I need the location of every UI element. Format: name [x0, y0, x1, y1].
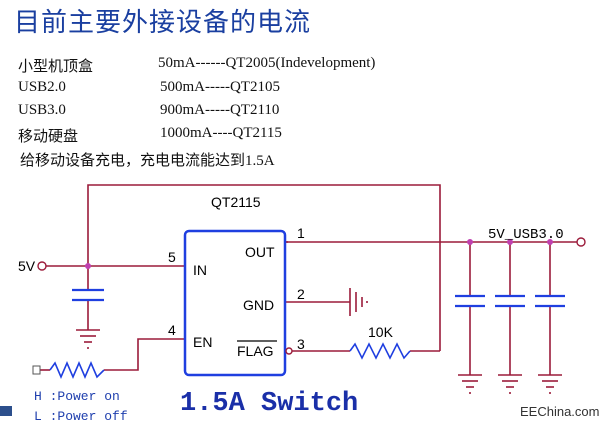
resistor-en — [49, 360, 105, 380]
pin-number-gnd: 2 — [297, 286, 305, 302]
node-c1 — [467, 239, 473, 245]
node-input — [85, 263, 91, 269]
slide-accent-bar — [0, 406, 12, 416]
device-current-1: 50mA------QT2005(Indevelopment) — [158, 55, 376, 71]
chip-name: QT2115 — [211, 194, 261, 210]
page-title: 目前主要外接设备的电流 — [14, 8, 312, 38]
ground-symbol-c3 — [538, 374, 562, 394]
pin-number-out: 1 — [297, 225, 305, 241]
device-name-4: 移动硬盘 — [18, 129, 79, 145]
device-current-4: 1000mA----QT2115 — [160, 125, 282, 141]
resistor-value-label: 10K — [368, 324, 394, 340]
node-c3 — [547, 239, 553, 245]
device-name-2: USB2.0 — [18, 79, 66, 95]
device-current-2: 500mA-----QT2105 — [160, 79, 280, 95]
node-c2 — [507, 239, 513, 245]
ground-symbol-c2 — [498, 374, 522, 394]
eechina-logo: EEChina.com — [520, 404, 600, 419]
input-terminal — [37, 261, 47, 271]
wire-top-loop — [87, 184, 441, 266]
flag-pin-bubble — [285, 347, 293, 355]
pin-gnd-label: GND — [243, 297, 274, 313]
pin-out-label: OUT — [245, 244, 275, 260]
ground-symbol-gnd-pin — [349, 288, 368, 316]
ground-symbol-c1 — [458, 374, 482, 394]
device-name-3: USB3.0 — [18, 102, 66, 118]
chip-body — [183, 229, 287, 377]
pin-in-label: IN — [193, 262, 207, 278]
output-terminal — [576, 237, 586, 247]
input-voltage-label: 5V — [18, 258, 36, 274]
device-name-1: 小型机顶盒 — [18, 59, 94, 75]
output-net-label: 5V_USB3.0 — [488, 227, 564, 243]
switch-title: 1.5A Switch — [180, 389, 359, 419]
note-power-off: L :Power off — [34, 409, 128, 424]
pin-number-flag: 3 — [297, 336, 305, 352]
en-terminal — [32, 365, 41, 375]
resistor-10k — [349, 342, 411, 360]
device-current-3: 900mA-----QT2110 — [160, 102, 280, 118]
ground-symbol-cin — [76, 329, 100, 349]
pin-en-label: EN — [193, 334, 212, 350]
charge-caption: 给移动设备充电，充电电流能达到1.5A — [20, 153, 275, 169]
pin-flag-label: FLAG — [237, 343, 274, 359]
note-power-on: H :Power on — [34, 389, 120, 404]
pin-number-en: 4 — [168, 322, 176, 338]
wire-en — [104, 338, 185, 371]
pin-number-in: 5 — [168, 249, 176, 265]
